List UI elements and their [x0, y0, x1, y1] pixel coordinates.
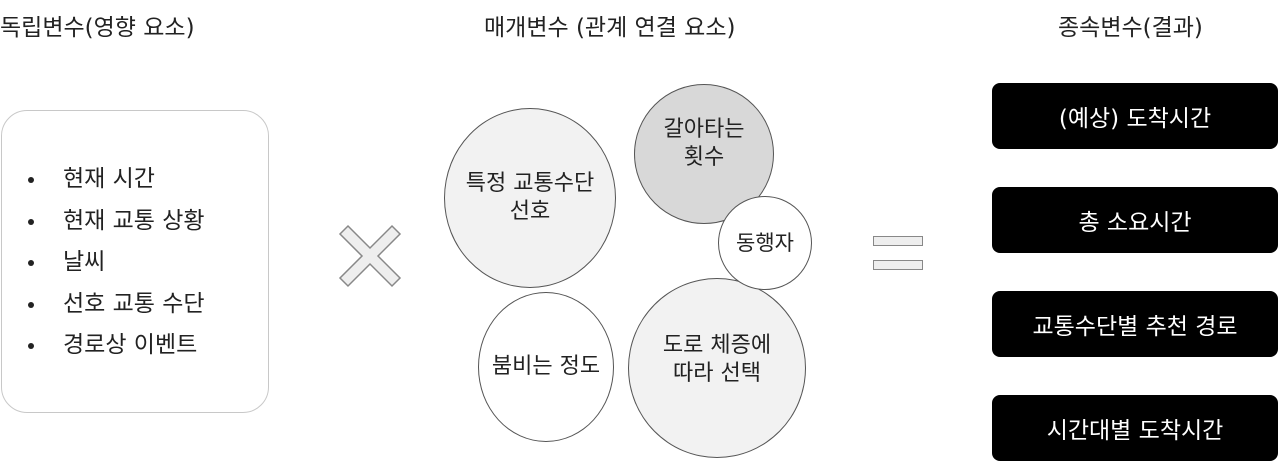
mediator-label: 갈아타는 횟수 — [663, 117, 745, 170]
mediator-circle-preferred-mode: 특정 교통수단 선호 — [444, 108, 616, 288]
mediator-label: 붐비는 정도 — [491, 354, 601, 379]
mediator-label: 특정 교통수단 선호 — [465, 171, 595, 224]
result-box-arrival-by-time: 시간대별 도착시간 — [992, 395, 1278, 461]
dependent-variables-heading: 종속변수(결과) — [1058, 15, 1203, 41]
list-item: 선호 교통 수단 — [26, 284, 205, 326]
multiply-icon — [338, 224, 402, 288]
mediator-variables-heading: 매개변수 (관계 연결 요소) — [484, 15, 736, 41]
independent-variables-heading: 독립변수(영향 요소) — [0, 15, 195, 41]
mediator-label: 동행자 — [736, 231, 794, 255]
list-item: 경로상 이벤트 — [26, 325, 205, 367]
result-box-total-duration: 총 소요시간 — [992, 187, 1278, 253]
equals-bar — [873, 236, 923, 246]
mediator-circle-crowding: 붐비는 정도 — [478, 292, 614, 442]
mediator-circle-transfer-count: 갈아타는 횟수 — [634, 84, 774, 224]
mediator-label: 도로 체증에 따라 선택 — [662, 333, 772, 386]
mediator-circle-congestion-choice: 도로 체증에 따라 선택 — [628, 278, 806, 458]
mediator-circle-companion: 동행자 — [718, 196, 812, 290]
result-box-route-by-mode: 교통수단별 추천 경로 — [992, 291, 1278, 357]
result-box-expected-arrival: (예상) 도착시간 — [992, 83, 1278, 149]
list-item: 날씨 — [26, 242, 205, 284]
list-item: 현재 시간 — [26, 159, 205, 201]
independent-variables-list: 현재 시간 현재 교통 상황 날씨 선호 교통 수단 경로상 이벤트 — [26, 159, 205, 367]
independent-variables-box: 현재 시간 현재 교통 상황 날씨 선호 교통 수단 경로상 이벤트 — [1, 110, 269, 413]
equals-icon — [873, 234, 925, 274]
list-item: 현재 교통 상황 — [26, 201, 205, 243]
equals-bar — [873, 260, 923, 270]
